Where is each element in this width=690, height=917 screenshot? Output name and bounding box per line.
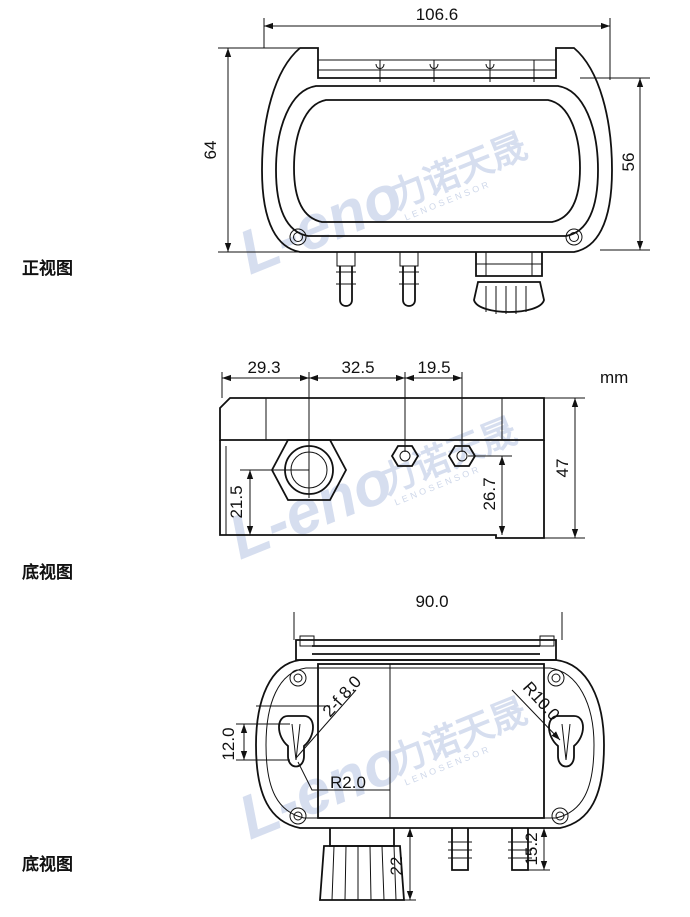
dim-width-back: 90.0 <box>415 592 448 611</box>
back-keyhole-left <box>278 715 314 768</box>
leader-r10 <box>511 689 561 741</box>
back-view-label: 底视图 <box>22 854 73 875</box>
front-screw-left <box>289 228 307 246</box>
watermark-chinese: 力诺天晟 <box>384 126 533 218</box>
back-label-plate <box>317 663 391 819</box>
front-cable-gland <box>473 252 545 314</box>
dim-b: 32.5 <box>341 358 374 377</box>
back-top-tab-left <box>299 635 315 647</box>
unit-label: mm <box>600 368 628 387</box>
watermark-chinese: 力诺天晟 <box>384 691 533 783</box>
watermark-back: L-eno 力诺天晟 LENOSENSOR <box>229 691 533 853</box>
dim-gland-height: 21.5 <box>227 485 246 518</box>
dim-slot-height: 12.0 <box>219 727 238 760</box>
dim-a: 29.3 <box>247 358 280 377</box>
front-screw-right <box>565 228 583 246</box>
back-port-left <box>448 828 472 871</box>
dim-width-front: 106.6 <box>416 5 459 24</box>
dim-gland-length: 22 <box>387 857 406 876</box>
leader-hole <box>295 689 357 759</box>
back-housing <box>255 659 605 829</box>
back-top-tab-right <box>539 635 555 647</box>
watermark-front: L-eno 力诺天晟 LENOSENSOR <box>229 126 533 288</box>
radius-small: R2.0 <box>330 773 366 792</box>
front-screw-right-inner <box>569 232 579 242</box>
front-port-right <box>399 251 419 307</box>
front-window <box>293 99 581 223</box>
back-screw-tl <box>289 669 307 687</box>
front-top-ribs <box>318 59 556 82</box>
bottom-view: 29.3 32.5 19.5 47 26.7 21.5 <box>219 358 585 539</box>
dim-port-height: 26.7 <box>480 477 499 510</box>
dim-height-outer: 64 <box>201 141 220 160</box>
back-screw-br <box>551 807 569 825</box>
bottom-body <box>219 440 545 539</box>
back-screw-bl <box>289 807 307 825</box>
back-port-right <box>508 828 532 871</box>
hole-spec: 2-f 8.0 <box>319 672 365 721</box>
dim-height-inner: 56 <box>619 153 638 172</box>
bottom-view-label: 底视图 <box>22 562 73 583</box>
back-top-bar <box>295 639 557 661</box>
front-screw-left-inner <box>293 232 303 242</box>
back-screw-tr <box>547 669 565 687</box>
back-keyhole-right <box>548 715 584 768</box>
dim-height-bottom: 47 <box>553 459 572 478</box>
front-view: 106.6 64 56 <box>201 5 650 314</box>
leader-r2 <box>297 761 390 791</box>
dim-port-length: 15.2 <box>522 832 541 865</box>
bottom-lid <box>219 397 545 441</box>
dim-c: 19.5 <box>417 358 450 377</box>
bottom-lid-lines <box>265 398 503 440</box>
front-port-left <box>336 251 356 307</box>
front-view-label: 正视图 <box>22 258 73 279</box>
